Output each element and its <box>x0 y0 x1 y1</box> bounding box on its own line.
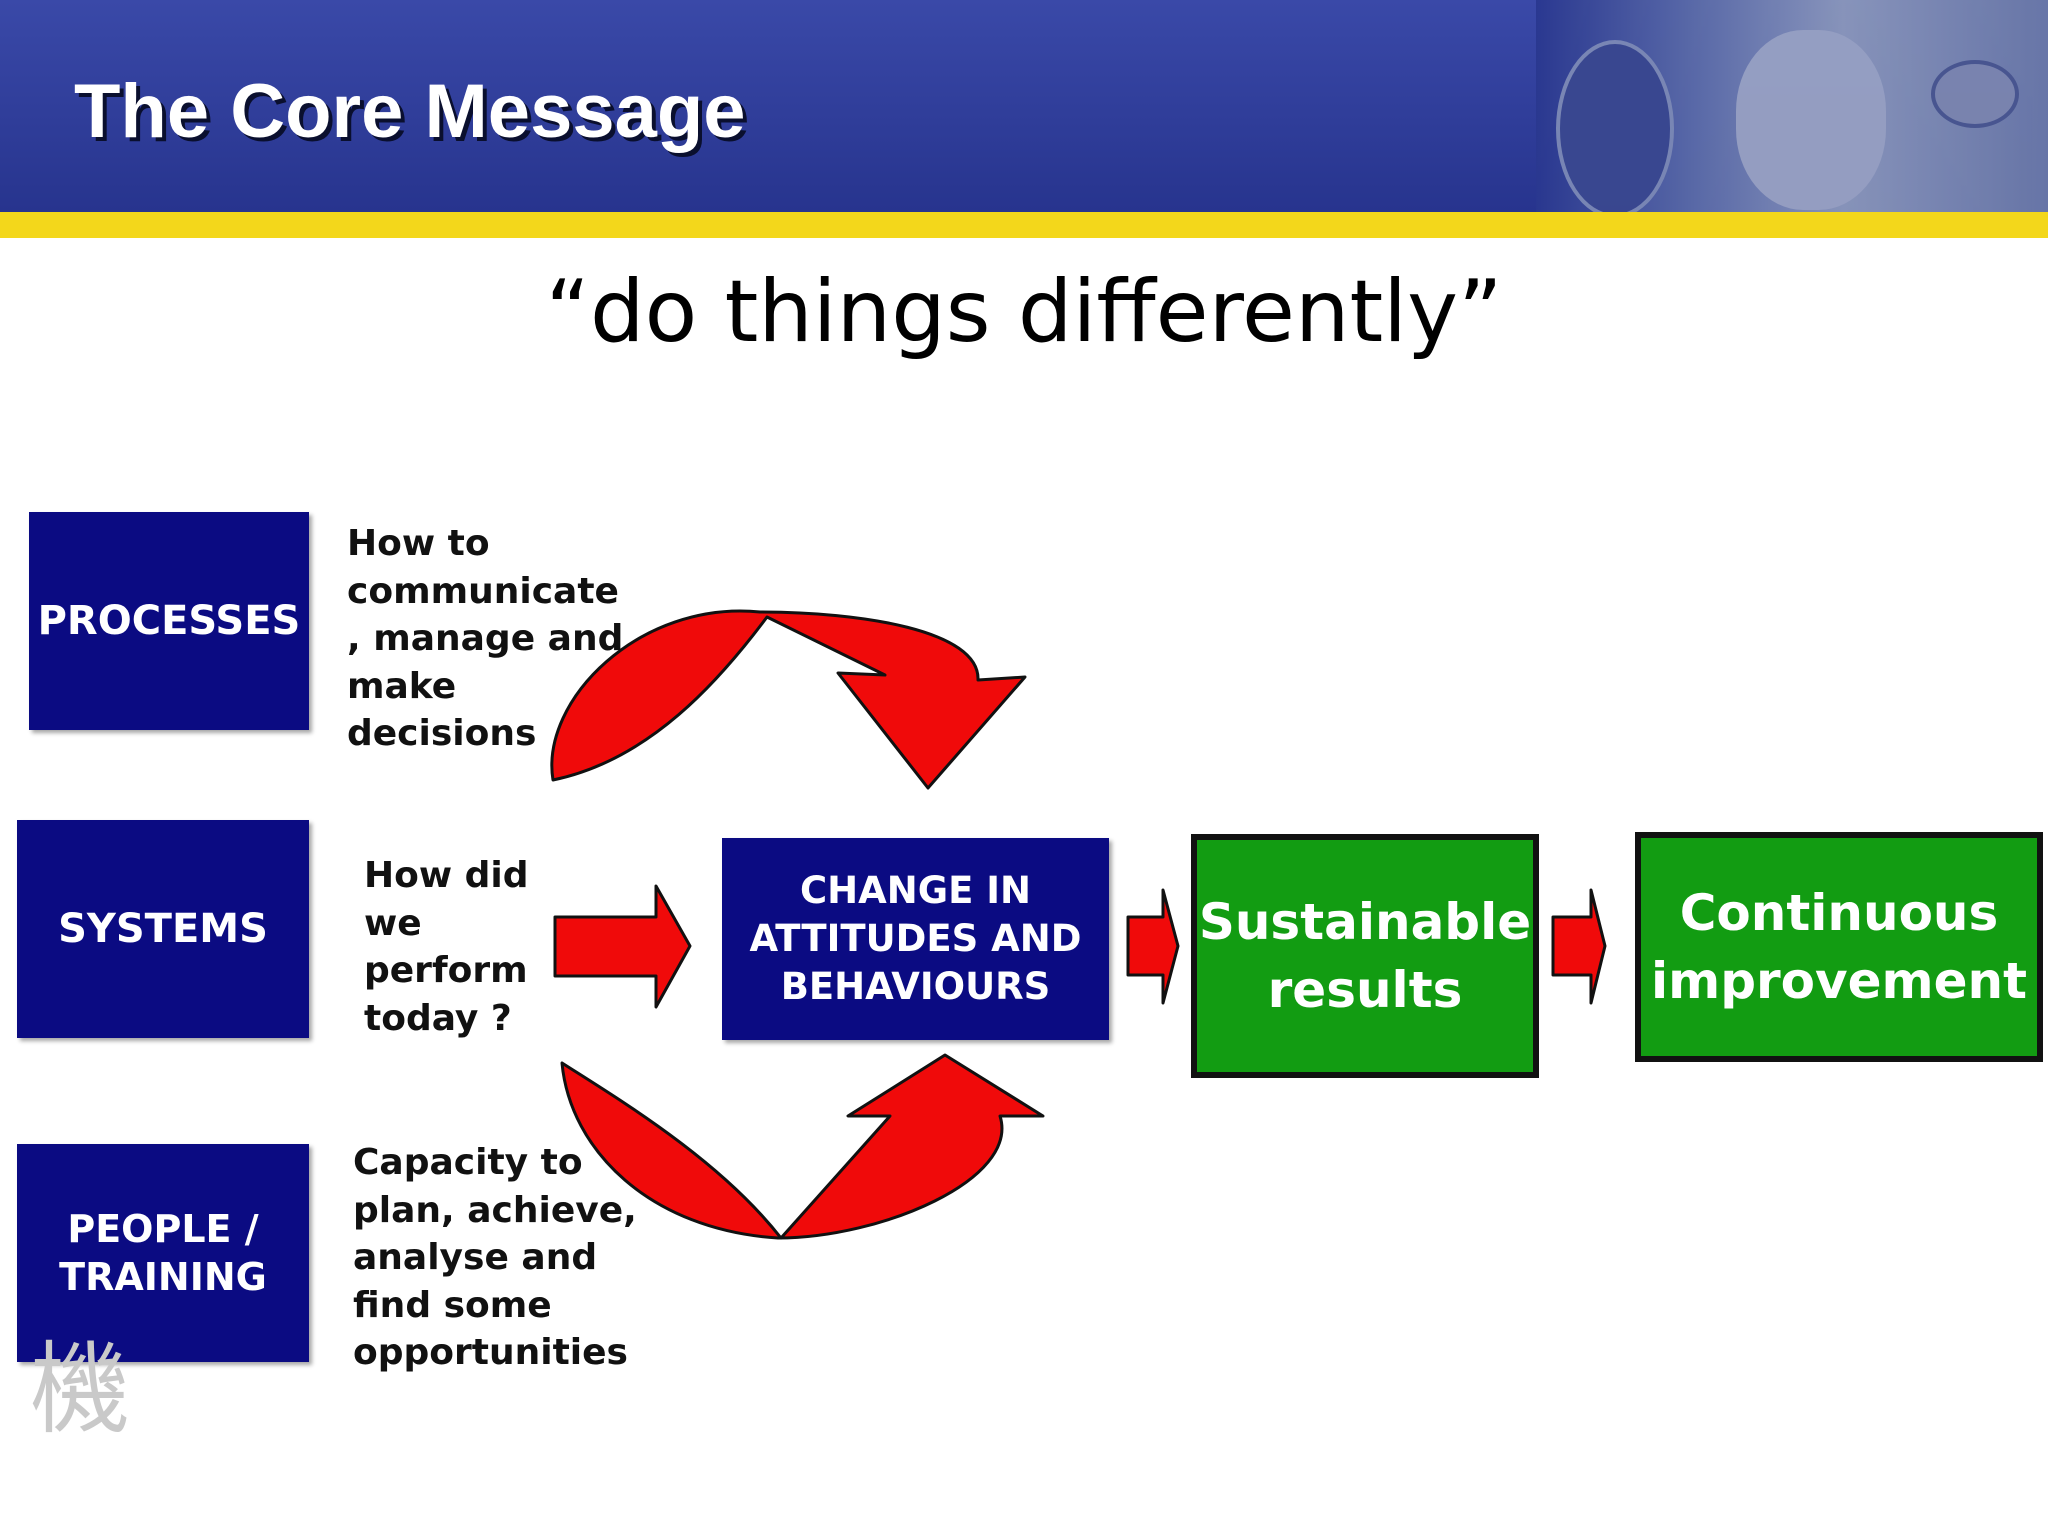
photo-shape-lightbulb <box>1736 30 1886 210</box>
processes-description: How to communicate , manage and make dec… <box>347 523 624 754</box>
header-banner: The Core Message <box>0 0 2048 212</box>
people-description: Capacity to plan, achieve, analyse and f… <box>353 1142 637 1373</box>
straight-arrow-systems <box>553 884 692 1009</box>
continuous-improvement-box: Continuous improvement <box>1635 832 2043 1062</box>
slide-subtitle: “do things differently” <box>545 262 1503 362</box>
header-photo-collage <box>1536 0 2048 212</box>
photo-shape-face <box>1931 60 2019 128</box>
arrow-to-results <box>1126 888 1180 1005</box>
processes-box: PROCESSES <box>29 512 309 730</box>
systems-label: SYSTEMS <box>58 906 268 952</box>
processes-label: PROCESSES <box>37 598 301 644</box>
curved-arrow-people <box>560 1053 1045 1240</box>
people-training-box: PEOPLE / TRAINING <box>17 1144 309 1362</box>
people-training-label: PEOPLE / TRAINING <box>59 1207 267 1299</box>
change-attitudes-label: CHANGE IN ATTITUDES AND BEHAVIOURS <box>749 869 1082 1008</box>
arrow-to-improvement <box>1551 888 1607 1005</box>
curved-arrow-processes <box>550 609 1027 790</box>
change-attitudes-box: CHANGE IN ATTITUDES AND BEHAVIOURS <box>722 838 1109 1040</box>
chinese-character-watermark: 機 <box>30 1331 130 1448</box>
slide-title: The Core Message <box>74 69 746 154</box>
systems-box: SYSTEMS <box>17 820 309 1038</box>
header-accent-bar <box>0 212 2048 238</box>
systems-description: How did we perform today ? <box>364 855 529 1039</box>
photo-shape-eye <box>1556 40 1674 212</box>
sustainable-results-box: Sustainable results <box>1191 834 1539 1078</box>
